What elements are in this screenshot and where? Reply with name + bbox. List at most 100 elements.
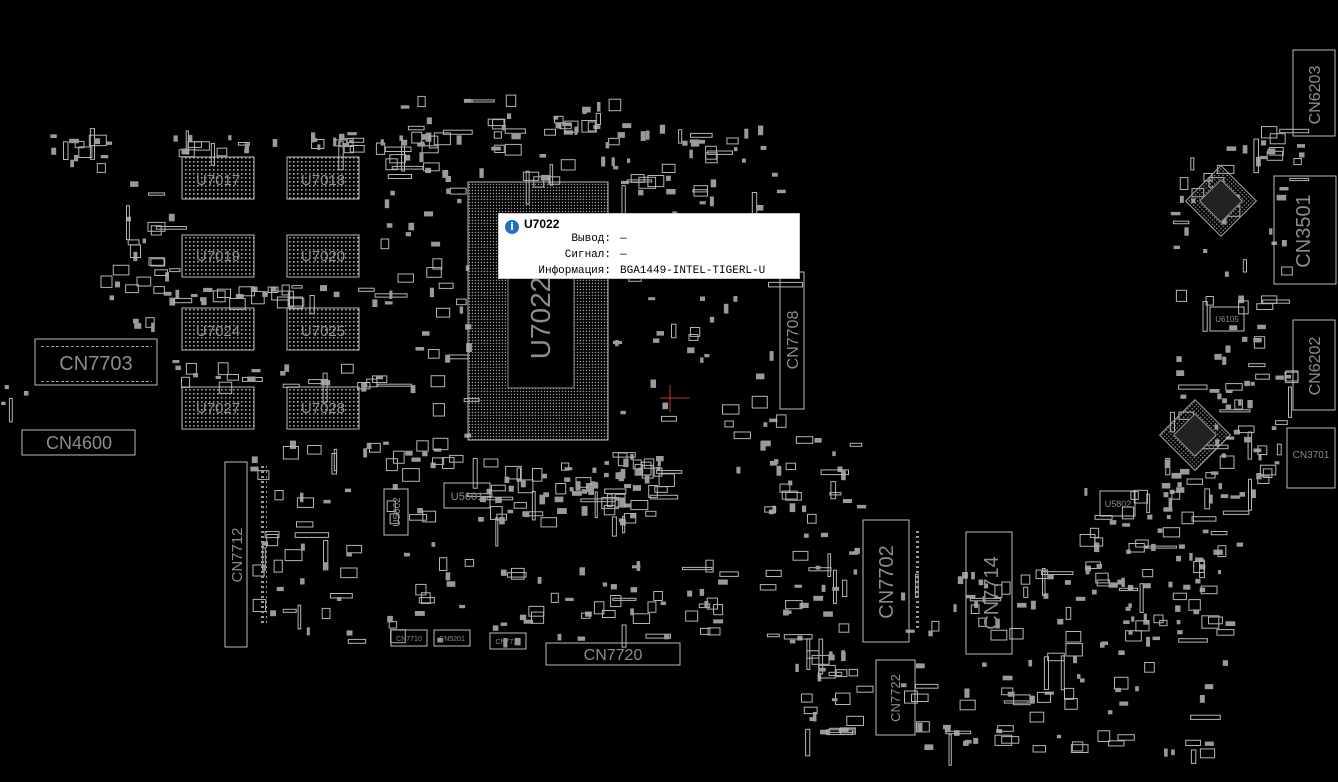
passive-component[interactable] bbox=[1219, 409, 1251, 413]
passive-component[interactable] bbox=[1107, 710, 1113, 715]
passive-component[interactable] bbox=[1177, 482, 1182, 487]
passive-component[interactable] bbox=[148, 257, 165, 266]
passive-component[interactable] bbox=[756, 373, 765, 380]
passive-component[interactable] bbox=[707, 627, 721, 636]
passive-component[interactable] bbox=[554, 496, 564, 503]
passive-component[interactable] bbox=[281, 284, 290, 296]
passive-component[interactable] bbox=[74, 140, 85, 149]
passive-component[interactable] bbox=[829, 651, 833, 657]
passive-component[interactable] bbox=[1135, 620, 1150, 632]
passive-component[interactable] bbox=[695, 139, 706, 144]
passive-component[interactable] bbox=[588, 485, 594, 495]
passive-component[interactable] bbox=[414, 611, 425, 616]
passive-component[interactable] bbox=[614, 493, 626, 508]
passive-component[interactable] bbox=[1188, 599, 1201, 611]
passive-component[interactable] bbox=[1276, 194, 1287, 201]
passive-component[interactable] bbox=[153, 286, 165, 294]
passive-component[interactable] bbox=[1261, 126, 1278, 139]
passive-component[interactable] bbox=[347, 638, 367, 644]
passive-component[interactable] bbox=[1001, 687, 1014, 696]
passive-component[interactable] bbox=[459, 604, 466, 609]
passive-component[interactable] bbox=[78, 146, 93, 158]
passive-component[interactable] bbox=[173, 135, 178, 142]
passive-component[interactable] bbox=[423, 162, 440, 172]
passive-component[interactable] bbox=[421, 145, 439, 154]
passive-component[interactable] bbox=[603, 504, 616, 516]
passive-component[interactable] bbox=[422, 451, 428, 457]
passive-component[interactable] bbox=[114, 281, 120, 288]
passive-component[interactable] bbox=[842, 499, 852, 503]
passive-component[interactable] bbox=[237, 142, 250, 146]
passive-component[interactable] bbox=[638, 189, 644, 196]
chip-u7018[interactable]: U7018 bbox=[286, 156, 360, 200]
passive-component[interactable] bbox=[788, 480, 793, 486]
passive-component[interactable] bbox=[1222, 660, 1228, 666]
passive-component[interactable] bbox=[1210, 471, 1219, 475]
passive-component[interactable] bbox=[389, 513, 399, 525]
passive-component[interactable] bbox=[187, 141, 202, 148]
passive-component[interactable] bbox=[806, 638, 811, 670]
passive-component[interactable] bbox=[363, 448, 368, 458]
passive-component[interactable] bbox=[109, 295, 115, 301]
passive-component[interactable] bbox=[1152, 636, 1161, 641]
passive-component[interactable] bbox=[495, 497, 502, 504]
passive-component[interactable] bbox=[244, 143, 250, 153]
passive-component[interactable] bbox=[766, 633, 780, 638]
passive-component[interactable] bbox=[1218, 570, 1221, 575]
passive-component[interactable] bbox=[409, 514, 428, 521]
passive-component[interactable] bbox=[856, 504, 867, 509]
passive-component[interactable] bbox=[297, 604, 302, 630]
passive-component[interactable] bbox=[442, 170, 449, 178]
passive-component[interactable] bbox=[846, 715, 864, 726]
passive-component[interactable] bbox=[1128, 603, 1132, 608]
passive-component[interactable] bbox=[69, 138, 79, 144]
passive-component[interactable] bbox=[247, 376, 256, 382]
passive-component[interactable] bbox=[542, 473, 547, 479]
passive-component[interactable] bbox=[557, 508, 567, 514]
passive-component[interactable] bbox=[700, 357, 704, 363]
passive-component[interactable] bbox=[915, 683, 939, 689]
passive-component[interactable] bbox=[678, 129, 683, 144]
passive-component[interactable] bbox=[1190, 157, 1195, 171]
passive-component[interactable] bbox=[1023, 586, 1029, 598]
passive-component[interactable] bbox=[1180, 394, 1187, 399]
passive-component[interactable] bbox=[517, 479, 534, 494]
passive-component[interactable] bbox=[291, 285, 303, 289]
passive-component[interactable] bbox=[585, 611, 592, 617]
passive-component[interactable] bbox=[611, 516, 617, 537]
passive-component[interactable] bbox=[421, 134, 427, 140]
passive-component[interactable] bbox=[422, 331, 430, 336]
passive-component[interactable] bbox=[687, 347, 695, 354]
passive-component[interactable] bbox=[630, 513, 636, 519]
passive-component[interactable] bbox=[428, 135, 439, 149]
passive-component[interactable] bbox=[564, 120, 579, 133]
passive-component[interactable] bbox=[1275, 375, 1284, 380]
passive-component[interactable] bbox=[1178, 544, 1185, 549]
passive-component[interactable] bbox=[634, 463, 643, 476]
passive-component[interactable] bbox=[1177, 630, 1183, 635]
passive-component[interactable] bbox=[276, 586, 284, 592]
passive-component[interactable] bbox=[1258, 454, 1262, 461]
passive-component[interactable] bbox=[1181, 511, 1194, 525]
passive-component[interactable] bbox=[1166, 515, 1171, 520]
passive-component[interactable] bbox=[1065, 631, 1082, 643]
passive-component[interactable] bbox=[624, 503, 631, 508]
passive-component[interactable] bbox=[531, 611, 545, 624]
passive-component[interactable] bbox=[173, 297, 193, 304]
passive-component[interactable] bbox=[723, 303, 729, 314]
passive-component[interactable] bbox=[1003, 700, 1029, 704]
passive-component[interactable] bbox=[690, 141, 700, 147]
connector-cn7714[interactable]: CN7714 bbox=[965, 531, 1013, 655]
passive-component[interactable] bbox=[1071, 741, 1084, 752]
passive-component[interactable] bbox=[323, 540, 329, 571]
passive-component[interactable] bbox=[1255, 373, 1270, 380]
passive-component[interactable] bbox=[983, 583, 989, 589]
passive-component[interactable] bbox=[733, 431, 751, 440]
passive-component[interactable] bbox=[622, 123, 632, 129]
passive-component[interactable] bbox=[106, 141, 113, 145]
passive-component[interactable] bbox=[1216, 629, 1235, 636]
passive-component[interactable] bbox=[436, 307, 451, 318]
passive-component[interactable] bbox=[559, 122, 572, 130]
passive-component[interactable] bbox=[764, 506, 777, 513]
passive-component[interactable] bbox=[217, 362, 229, 376]
